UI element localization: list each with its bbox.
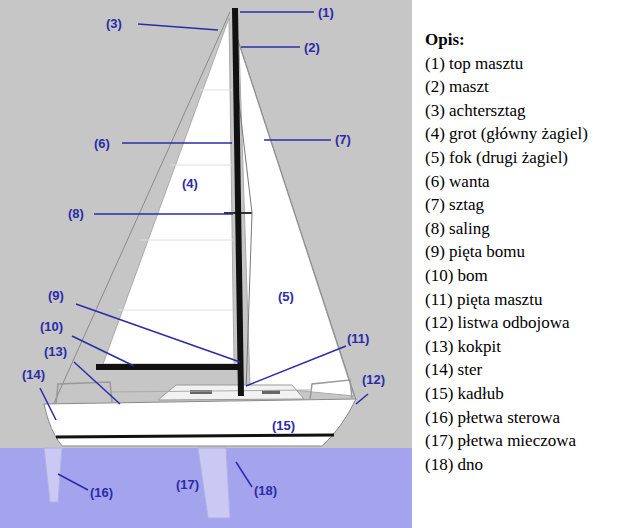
bow-pulpit — [310, 380, 352, 400]
legend-item: (5) fok (drugi żagiel) — [425, 148, 568, 167]
callout-number: (2) — [304, 40, 320, 55]
leader-lines — [40, 12, 368, 490]
callout-number: (12) — [362, 372, 385, 387]
legend-item: (1) top masztu — [425, 54, 523, 73]
shroud — [246, 213, 252, 392]
sail-seams — [118, 90, 233, 310]
callout-number: (13) — [44, 344, 67, 359]
callout-number: (11) — [347, 331, 369, 346]
legend-item: (4) grot (główny żagiel) — [425, 124, 588, 143]
mainsail — [103, 18, 234, 364]
boot-stripe — [56, 435, 334, 437]
legend-item: (10) bom — [425, 266, 488, 285]
legend-item: (12) listwa odbojowa — [425, 313, 569, 332]
boom — [96, 364, 240, 370]
callout-number: (17) — [176, 477, 199, 492]
callout-number: (16) — [90, 485, 113, 500]
guardrail — [112, 390, 310, 392]
forestay — [238, 40, 356, 400]
callout-number: (5) — [278, 289, 294, 304]
water — [0, 448, 412, 528]
legend-item: (15) kadłub — [425, 384, 504, 403]
callout-number: (14) — [22, 367, 45, 382]
legend-item: (18) dno — [425, 455, 483, 474]
legend-heading: Opis: — [425, 30, 465, 49]
callout-number: (4) — [182, 176, 198, 191]
callout-number: (15) — [272, 418, 295, 433]
hull — [44, 399, 356, 446]
legend-item: (9) pięta bomu — [425, 242, 525, 261]
callout-number: (8) — [68, 206, 84, 221]
callout-number: (9) — [48, 288, 64, 303]
callout-number: (3) — [106, 16, 122, 31]
stern-pulpit — [56, 382, 112, 404]
sky-background — [0, 0, 412, 450]
legend-item: (17) płetwa mieczowa — [425, 431, 576, 450]
legend-item: (14) ster — [425, 360, 482, 379]
keel-fin — [198, 448, 230, 518]
callout-number: (7) — [335, 132, 351, 147]
legend-item: (8) saling — [425, 219, 490, 238]
cabin — [158, 385, 304, 400]
mast — [235, 8, 241, 396]
legend-item: (7) sztag — [425, 195, 484, 214]
callout-number: (6) — [94, 136, 110, 151]
callout-number: (1) — [318, 5, 334, 20]
legend-item: (16) płetwa sterowa — [425, 408, 560, 427]
legend-item: (6) wanta — [425, 172, 490, 191]
legend-item: (3) achtersztag — [425, 101, 526, 120]
legend-item: (11) pięta masztu — [425, 290, 542, 309]
callout-number: (18) — [254, 483, 277, 498]
legend-item: (2) maszt — [425, 77, 489, 96]
legend-item: (13) kokpit — [425, 337, 501, 356]
callout-number: (10) — [40, 319, 63, 334]
